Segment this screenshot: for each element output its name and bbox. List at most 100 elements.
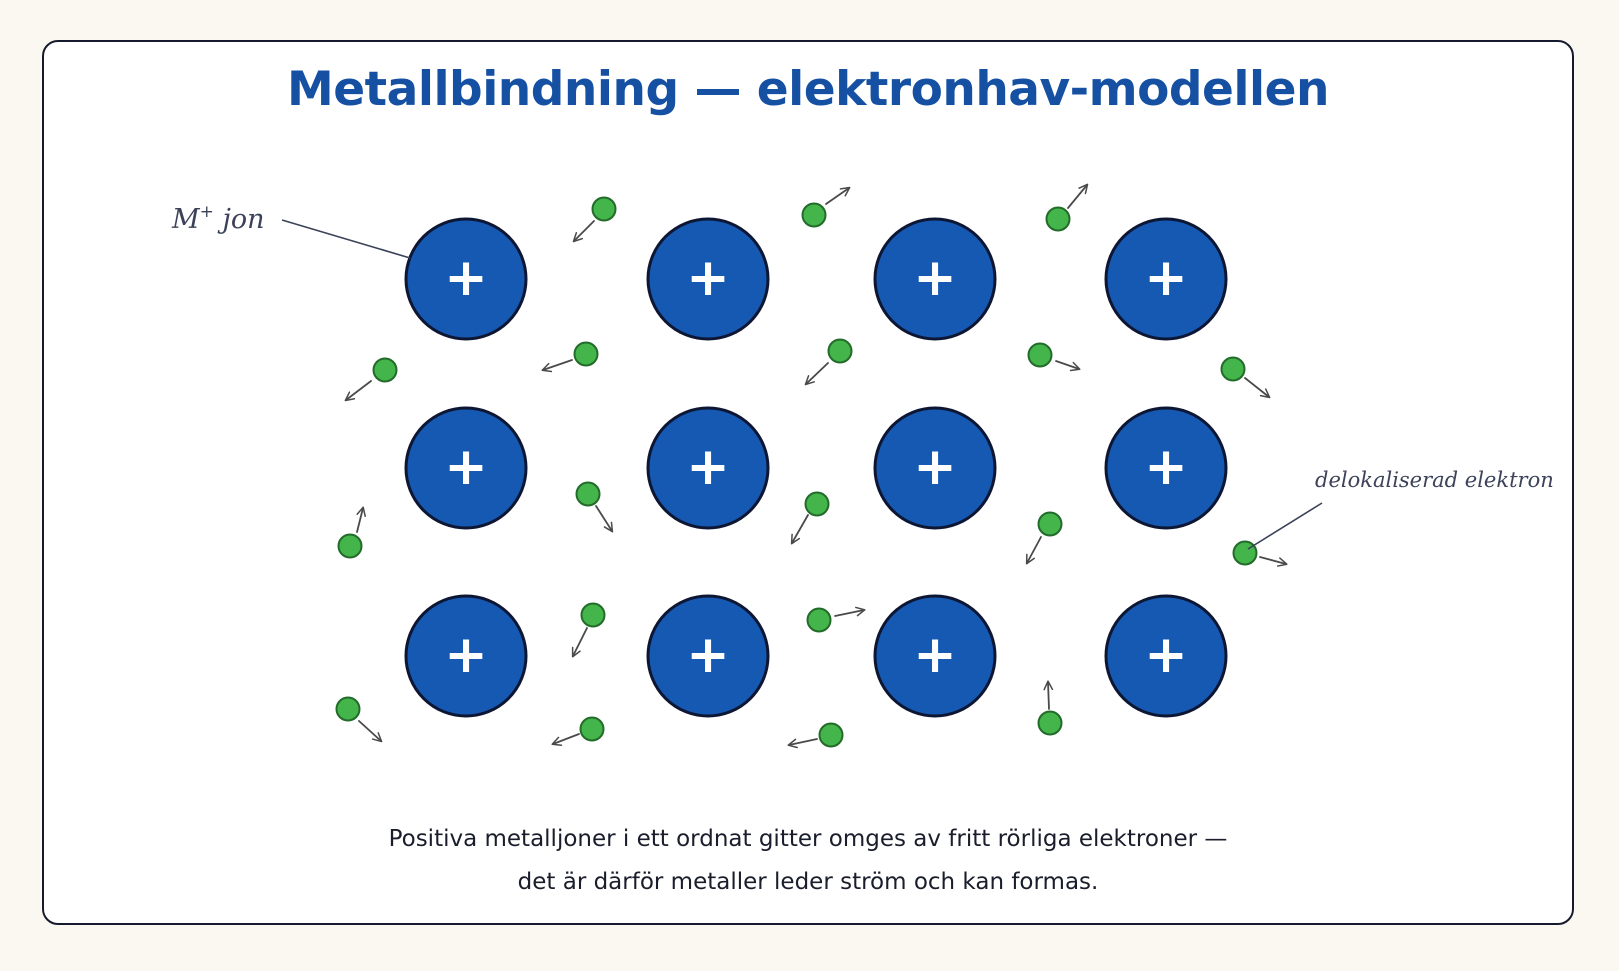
- ion-plus-sign: +: [686, 625, 730, 685]
- electron-dot: [335, 696, 361, 722]
- electron-dot: [827, 338, 853, 364]
- ion-circle: [1104, 594, 1228, 718]
- electron-motion-arrow: [1244, 377, 1271, 399]
- delocalized-electron: [575, 481, 614, 533]
- electron-motion-arrow: [551, 733, 580, 746]
- delocalized-electron: [1027, 342, 1081, 372]
- electron-motion-arrow: [344, 380, 372, 402]
- electron-motion-arrow: [571, 627, 588, 658]
- electron-dot: [579, 716, 605, 742]
- electron-dot: [591, 196, 617, 222]
- delocalized-electron: [1037, 680, 1063, 736]
- electron-dot: [801, 202, 827, 228]
- ion-plus-sign: +: [1144, 625, 1188, 685]
- ion-label-leader: [281, 219, 411, 259]
- electron-motion-arrow: [804, 362, 829, 386]
- electron-motion-arrow: [1067, 183, 1089, 209]
- ion-plus-sign: +: [686, 437, 730, 497]
- delocalized-electron: [572, 196, 617, 243]
- delocalized-electron: [787, 722, 844, 749]
- delocalized-electron: [804, 338, 853, 386]
- electron-motion-arrow: [1259, 556, 1288, 567]
- ion-circle: [646, 594, 770, 718]
- delocalized-electron: [571, 602, 606, 658]
- delocalized-electron: [551, 716, 605, 746]
- metal-ion: +: [873, 217, 997, 341]
- electron-dot: [804, 491, 830, 517]
- electron-label: delokaliserad elektron: [1315, 468, 1554, 492]
- delocalized-electron: [335, 696, 383, 743]
- electron-dot: [337, 533, 363, 559]
- metal-ion: +: [404, 594, 528, 718]
- metal-ion: +: [646, 217, 770, 341]
- ion-plus-sign: +: [444, 437, 488, 497]
- metal-ion: +: [404, 217, 528, 341]
- electron-motion-arrow: [834, 606, 866, 617]
- delocalized-electron: [541, 341, 599, 373]
- electron-motion-arrow: [356, 506, 366, 533]
- ion-plus-sign: +: [444, 248, 488, 308]
- metal-ion: +: [646, 406, 770, 530]
- caption-line-1: Positiva metalljoner i ett ordnat gitter…: [388, 826, 1228, 852]
- electron-dot: [575, 481, 601, 507]
- ion-plus-sign: +: [1144, 437, 1188, 497]
- metal-ion: +: [646, 594, 770, 718]
- ion-plus-sign: +: [686, 248, 730, 308]
- ion-circle: [404, 217, 528, 341]
- electron-motion-arrow: [572, 220, 595, 243]
- electron-dot: [1220, 356, 1246, 382]
- ion-plus-sign: +: [913, 625, 957, 685]
- delocalized-electron: [1025, 511, 1063, 565]
- electron-dot: [1037, 710, 1063, 736]
- ion-circle: [404, 594, 528, 718]
- electron-motion-arrow: [595, 505, 614, 533]
- ion-plus-sign: +: [1144, 248, 1188, 308]
- ion-plus-sign: +: [913, 437, 957, 497]
- ion-circle: [404, 406, 528, 530]
- electron-dot: [1027, 342, 1053, 368]
- electron-motion-arrow: [790, 514, 809, 545]
- metal-ion: +: [873, 594, 997, 718]
- metal-ion: +: [873, 406, 997, 530]
- electron-sea: [335, 183, 1288, 749]
- electron-motion-arrow: [541, 359, 573, 373]
- ion-circle: [1104, 406, 1228, 530]
- ion-circle: [646, 217, 770, 341]
- ion-circle: [873, 594, 997, 718]
- metal-ion: +: [1104, 594, 1228, 718]
- electron-dot: [580, 602, 606, 628]
- electron-motion-arrow: [1043, 680, 1054, 710]
- electron-label-leader: [1247, 502, 1323, 550]
- electron-dot: [806, 607, 832, 633]
- delocalized-electron: [1045, 183, 1089, 232]
- ion-plus-sign: +: [913, 248, 957, 308]
- diagram-frame: [42, 40, 1574, 925]
- ion-lattice: + + + + + + + + + + + +: [404, 217, 1228, 718]
- ion-label-charge: +: [200, 202, 214, 222]
- electron-dot: [372, 357, 398, 383]
- delocalized-electron: [806, 606, 866, 633]
- ion-circle: [646, 406, 770, 530]
- ion-plus-sign: +: [444, 625, 488, 685]
- caption-line-2: det är därför metaller leder ström och k…: [517, 869, 1099, 895]
- metal-ion: +: [1104, 406, 1228, 530]
- ion-circle: [873, 217, 997, 341]
- diagram-title: Metallbindning — elektronhav-modellen: [287, 62, 1329, 117]
- ion-label-word: jon: [214, 204, 265, 235]
- electron-motion-arrow: [1055, 360, 1081, 372]
- delocalized-electron: [1220, 356, 1271, 399]
- delocalized-electron: [790, 491, 830, 545]
- electron-motion-arrow: [825, 186, 851, 205]
- ion-circle: [1104, 217, 1228, 341]
- delocalized-electron: [337, 506, 366, 559]
- delocalized-electron: [344, 357, 398, 402]
- metal-ion: +: [1104, 217, 1228, 341]
- electron-dot: [818, 722, 844, 748]
- metal-ion: +: [404, 406, 528, 530]
- electron-dot: [573, 341, 599, 367]
- ion-label-symbol: M: [171, 204, 201, 235]
- electron-motion-arrow: [358, 720, 383, 743]
- electron-dot: [1045, 206, 1071, 232]
- electron-motion-arrow: [787, 738, 818, 749]
